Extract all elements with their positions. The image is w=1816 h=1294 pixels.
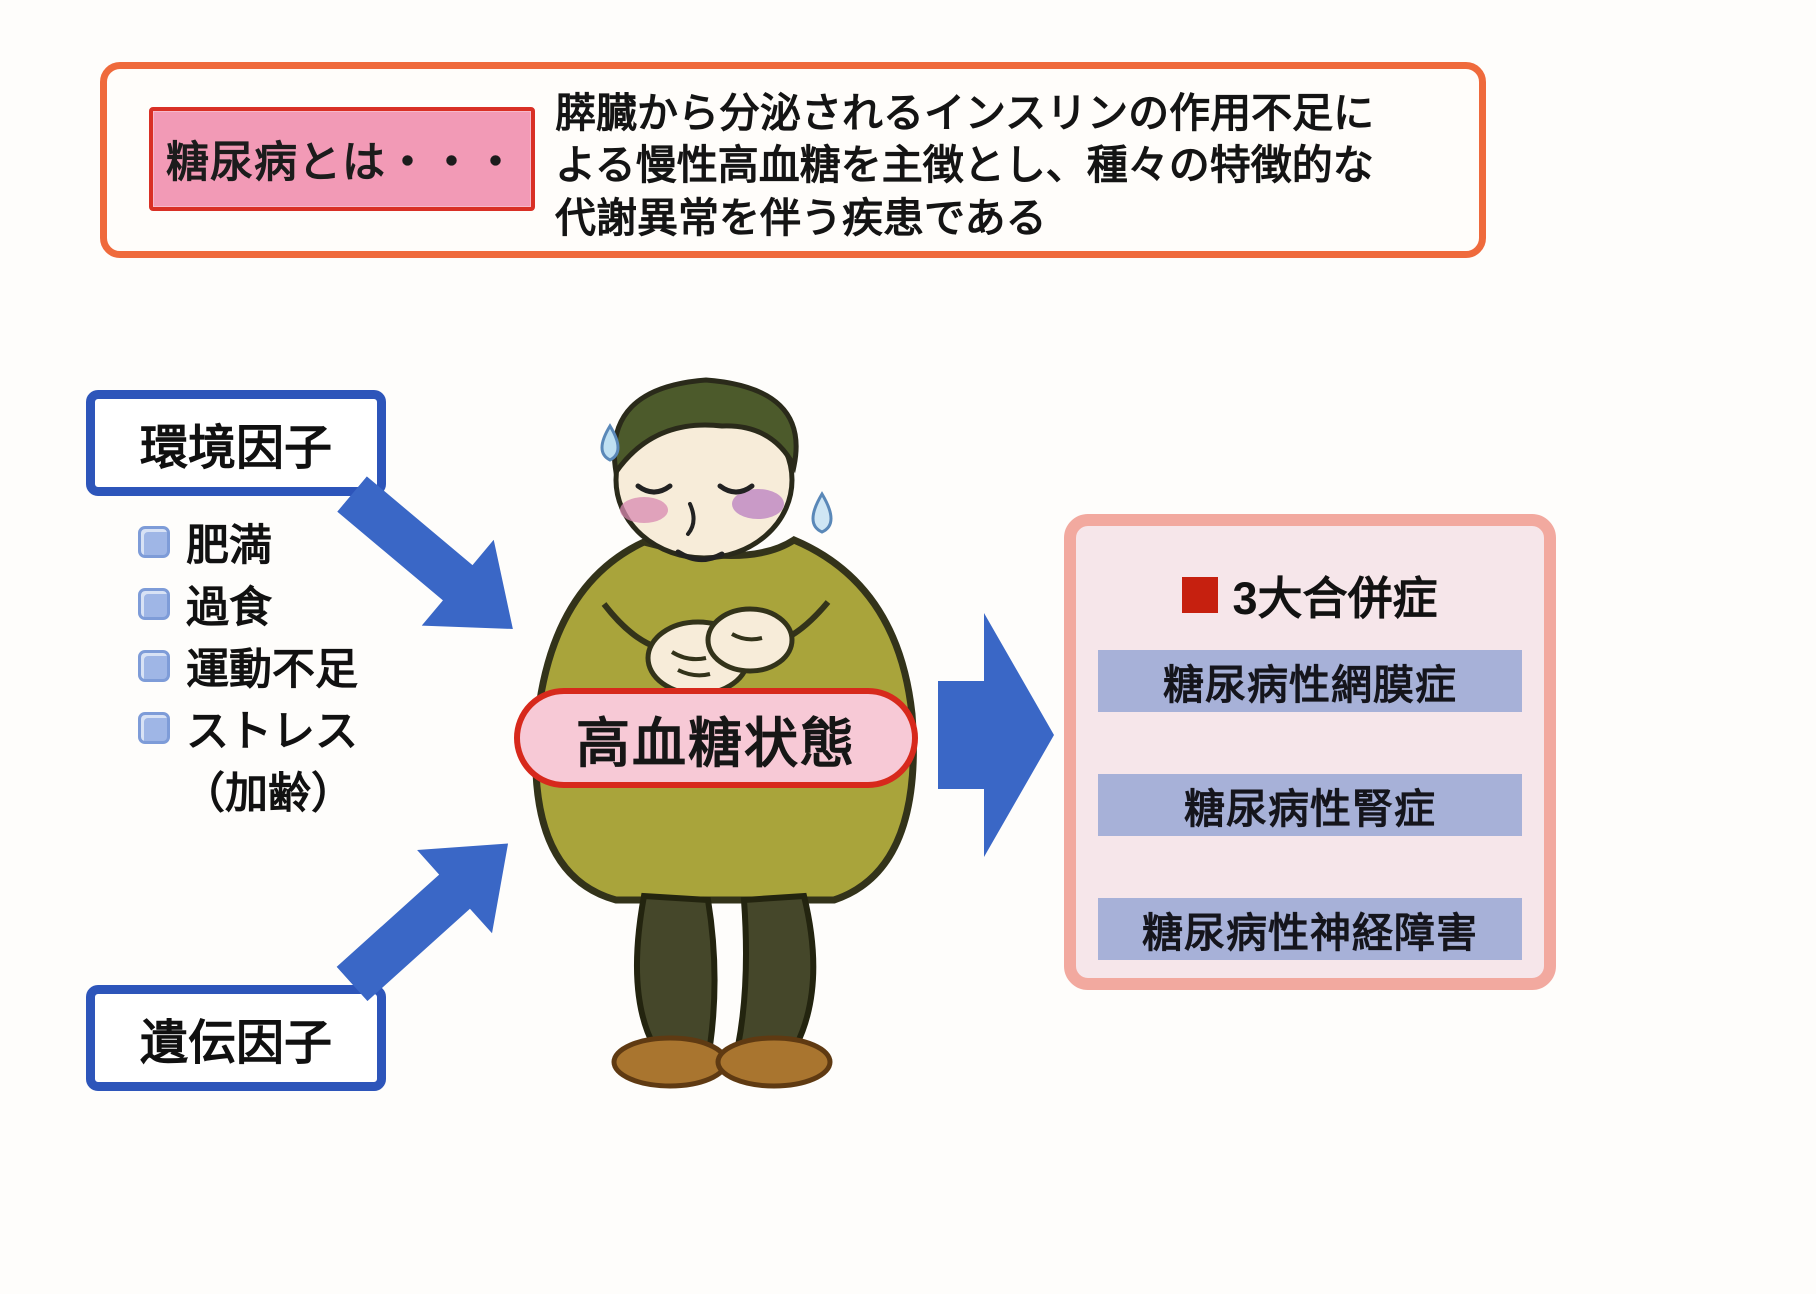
list-bullet-icon: [138, 650, 170, 682]
list-item: ストレス: [138, 702, 358, 756]
list-item-label: 肥満: [186, 522, 272, 570]
complication-item: 糖尿病性腎症: [1098, 774, 1522, 836]
complications-title: 3大合併症: [1232, 573, 1438, 624]
environment-factor-list: 肥満 過食 運動不足 ストレス （加齢）: [138, 516, 358, 818]
list-item: 過食: [138, 578, 358, 632]
list-bullet-icon: [138, 712, 170, 744]
arrow-down-right-icon: [337, 476, 513, 629]
definition-line-2: よる慢性高血糖を主徴とし、種々の特徴的な: [555, 142, 1374, 189]
environment-factor-box: 環境因子: [86, 390, 386, 496]
list-item: 肥満: [138, 516, 358, 570]
list-item-label: 運動不足: [186, 646, 358, 694]
genetic-factor-box: 遺伝因子: [86, 985, 386, 1091]
list-bullet-icon: [138, 588, 170, 620]
arrow-right-icon: [938, 613, 1054, 857]
definition-line-3: 代謝異常を伴う疾患である: [555, 194, 1047, 241]
complications-header: 3大合併症: [1076, 562, 1544, 627]
red-square-icon: [1182, 576, 1219, 613]
definition-line-1: 膵臓から分泌されるインスリンの作用不足に: [555, 90, 1375, 136]
hyperglycemia-state-pill: 高血糖状態: [514, 688, 918, 788]
complication-item: 糖尿病性神経障害: [1098, 898, 1522, 960]
list-bullet-icon: [138, 526, 170, 558]
definition-text: 膵臓から分泌されるインスリンの作用不足に よる慢性高血糖を主徴とし、種々の特徴的…: [555, 87, 1455, 244]
definition-label: 糖尿病とは・・・: [149, 107, 535, 211]
aging-note: （加齢）: [182, 770, 354, 818]
list-item: 運動不足: [138, 640, 358, 694]
list-item-label: 過食: [186, 584, 272, 632]
complications-panel: 3大合併症 糖尿病性網膜症 糖尿病性腎症 糖尿病性神経障害: [1064, 514, 1556, 990]
definition-panel: 糖尿病とは・・・ 膵臓から分泌されるインスリンの作用不足に よる慢性高血糖を主徴…: [100, 62, 1486, 258]
complication-item: 糖尿病性網膜症: [1098, 650, 1522, 712]
arrow-up-right-icon: [336, 843, 509, 1002]
list-item-label: ストレス: [186, 708, 358, 756]
